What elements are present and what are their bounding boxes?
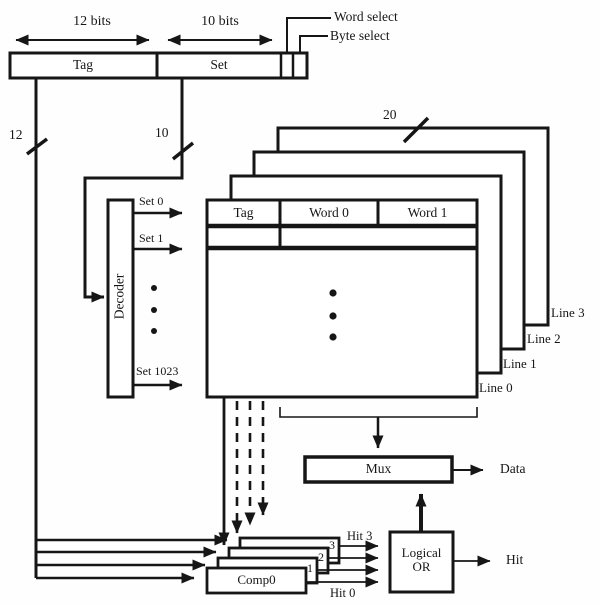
set-width-label: 10 bits [201,14,239,29]
register-set-field: Set [210,57,228,72]
mux-label: Mux [365,461,392,476]
byte-select-label: Byte select [330,28,390,43]
comp3-peek-digit: 3 [329,538,335,552]
line-bus-width: 20 [383,107,397,122]
hit-wires [306,540,379,588]
register-tag-field: Tag [72,57,94,72]
line1-label: Line 1 [503,356,537,371]
line-bus-slash [402,116,430,144]
set-bus-width: 10 [155,125,169,140]
array-column-tag: Tag [233,205,254,220]
hit0-label: Hit 0 [330,586,356,600]
array-column-word0: Word 0 [309,205,349,220]
logical-or-line1: Logical [401,545,442,560]
line0-label: Line 0 [479,380,513,395]
data-output-label: Data [500,461,526,476]
address-register-box [8,51,309,80]
set-bus-wire [83,78,195,303]
decoder-ellipsis-dots [151,285,157,334]
tag-bus-wire [25,78,49,578]
decoder-output-set1023: Set 1023 [136,364,179,378]
line2-label: Line 2 [527,331,561,346]
comp1-peek-digit: 1 [307,561,313,575]
decoder-output-set0: Set 0 [139,194,164,208]
cache-line-cards [205,116,550,399]
decoder-output-set1: Set 1 [139,231,164,245]
hit-output-label: Hit [506,552,524,567]
mux-box [303,455,454,484]
comp2-peek-digit: 2 [318,550,324,564]
decoder-label: Decoder [111,273,127,320]
decoder-output-arrows [133,207,183,391]
hit3-label: Hit 3 [347,529,373,543]
tag-bus-width: 12 [9,127,23,142]
word-byte-select-wires [286,17,331,53]
logical-or-box [388,530,455,594]
tag-width-label: 12 bits [73,14,111,29]
array-tag-output-wires [218,397,269,546]
logical-or-line2: OR [412,559,431,574]
word-output-bracket [279,407,478,449]
tag-feed-wires [36,534,228,584]
comp0-label: Comp0 [237,572,276,587]
cache-ellipsis-dots [329,289,337,341]
decoder-box [106,198,135,399]
array-column-word1: Word 1 [407,205,448,220]
line3-label: Line 3 [551,305,585,320]
word-select-label: Word select [334,9,398,24]
